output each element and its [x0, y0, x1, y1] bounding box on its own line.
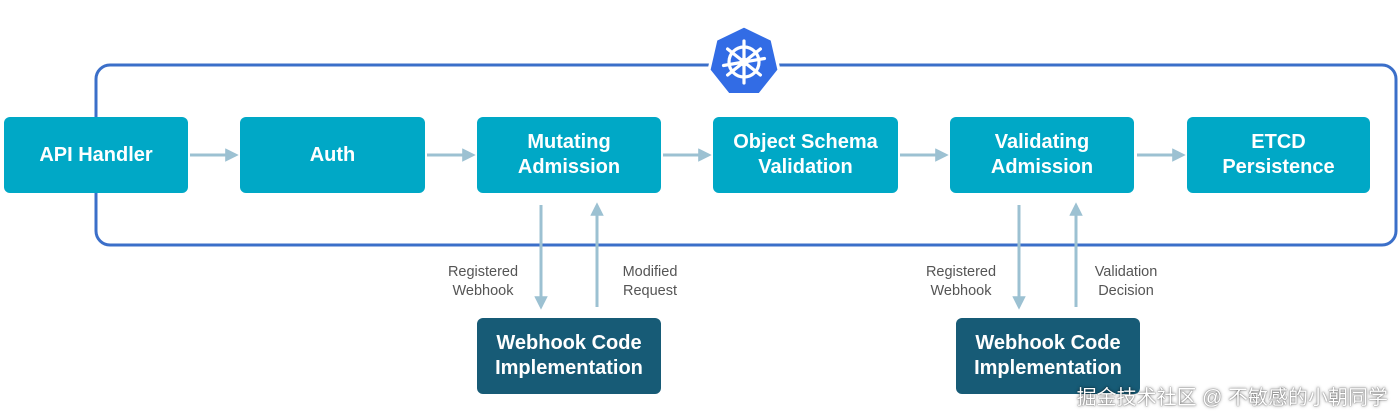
- edge-label-modified-request: Modified Request: [622, 264, 678, 299]
- stage-validating-admission: Validating Admission: [950, 117, 1134, 193]
- stage-mutating-admission: Mutating Admission: [477, 117, 661, 193]
- watermark: 掘金技术社区 @ 不敏感的小朝同学: [1076, 387, 1388, 409]
- edge-label-registered-webhook-validating: Registered Webhook: [925, 264, 997, 299]
- flow-arrows: [190, 148, 1186, 310]
- stage-api-handler: API Handler: [4, 117, 188, 193]
- edge-label-validation-decision: Validation Decision: [1094, 264, 1158, 299]
- webhook-code-implementation-mutating: Webhook Code Implementation: [477, 318, 661, 394]
- webhook-code-implementation-validating: Webhook Code Implementation: [956, 318, 1140, 394]
- edge-label-registered-webhook-mutating: Registered Webhook: [447, 264, 519, 299]
- stage-etcd-persistence: ETCD Persistence: [1187, 117, 1370, 193]
- kubernetes-helm-icon: [707, 24, 781, 96]
- stage-object-schema-validation: Object Schema Validation: [713, 117, 898, 193]
- stage-auth: Auth: [240, 117, 425, 193]
